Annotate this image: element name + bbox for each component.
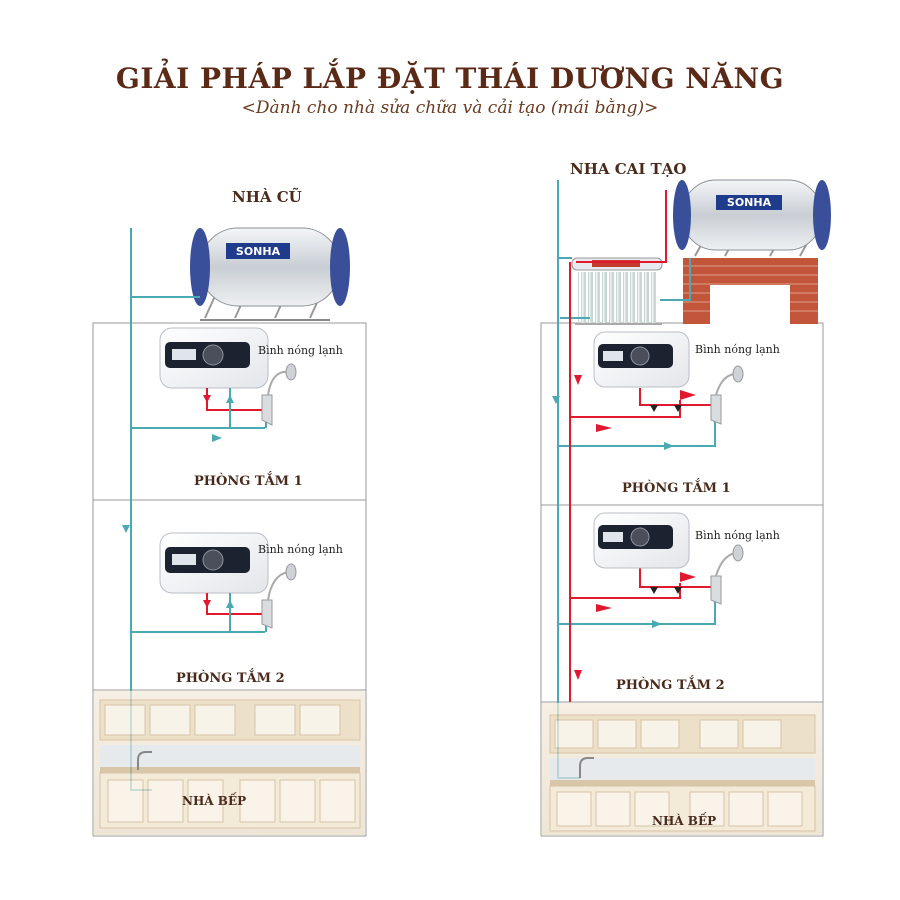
flow-arrow-icon — [652, 620, 662, 628]
shower-head-icon — [732, 365, 744, 383]
left-house-walls — [92, 322, 367, 837]
hot-flow-arrow-icon — [596, 604, 612, 612]
left-house: SONHA Bình nóng lạnh — [92, 227, 367, 837]
diagram-subtitle: <Dành cho nhà sửa chữa và cải tạo (mái b… — [241, 98, 659, 118]
solar-collector-panel — [571, 257, 663, 325]
left-room1-heater — [159, 327, 269, 389]
right-kitchen-illustration — [542, 703, 822, 835]
cold-flow-arrow-icon — [226, 395, 234, 403]
right-room2-heater — [593, 512, 690, 569]
hot-flow-arrow-icon — [680, 390, 696, 400]
hot-flow-arrow-icon — [596, 424, 612, 432]
right-room1-heater — [593, 331, 690, 388]
left-room2-cold-pipe — [229, 593, 267, 632]
shower-hose-icon — [267, 571, 289, 601]
hot-flow-arrow-icon — [574, 670, 582, 680]
cold-flow-arrow-icon — [226, 600, 234, 608]
check-valve-icon — [674, 405, 682, 412]
left-kitchen-illustration — [94, 691, 365, 835]
flow-arrow-icon — [122, 525, 130, 533]
left-kitchen-name: NHÀ BẾP — [182, 794, 247, 808]
right-tank-brand: SONHA — [727, 196, 772, 209]
left-room2-heater — [159, 532, 269, 594]
hot-flow-arrow-icon — [203, 600, 211, 608]
right-room1-heater-label: Bình nóng lạnh — [695, 343, 780, 356]
kitchen-faucet-icon — [579, 757, 594, 778]
hot-flow-arrow-icon — [203, 395, 211, 403]
check-valve-icon — [674, 587, 682, 594]
right-room1-name: PHÒNG TẮM 1 — [622, 481, 731, 496]
left-room1-hot-pipe — [206, 388, 267, 411]
left-room2-heater-label: Bình nóng lạnh — [258, 543, 343, 556]
shower-valve-icon — [261, 599, 273, 629]
left-room1-name: PHÒNG TẮM 1 — [194, 474, 303, 489]
right-room2-heater-label: Bình nóng lạnh — [695, 529, 780, 542]
right-storage-tank — [673, 179, 831, 257]
flow-arrow-icon — [212, 434, 222, 442]
right-room2-name: PHÒNG TẮM 2 — [616, 678, 725, 693]
left-room1-cold-pipe — [229, 388, 267, 428]
flow-arrow-icon — [664, 442, 674, 450]
right-house-label: NHA CAI TẠO — [570, 160, 687, 178]
right-kitchen-name: NHÀ BẾP — [652, 814, 717, 828]
right-house-walls — [540, 322, 824, 837]
left-room2-hot-pipe — [206, 593, 267, 615]
shower-valve-icon — [710, 394, 722, 425]
shower-hose-icon — [267, 370, 289, 396]
shower-valve-icon — [710, 575, 722, 605]
flow-arrow-icon — [552, 396, 560, 404]
diagram-title: GIẢI PHÁP LẮP ĐẶT THÁI DƯƠNG NĂNG — [115, 62, 785, 95]
shower-hose-icon — [715, 552, 736, 577]
left-tank-brand: SONHA — [236, 245, 281, 258]
shower-valve-icon — [261, 394, 273, 426]
left-room2-name: PHÒNG TẮM 2 — [176, 671, 285, 686]
shower-head-icon — [732, 544, 744, 562]
brick-stand — [683, 258, 818, 324]
shower-hose-icon — [715, 373, 736, 396]
right-house: SONHA — [540, 179, 831, 837]
shower-head-icon — [285, 563, 297, 581]
hot-flow-arrow-icon — [680, 572, 696, 582]
kitchen-faucet-icon — [137, 751, 152, 770]
hot-flow-arrow-icon — [574, 375, 582, 385]
shower-head-icon — [285, 363, 297, 381]
check-valve-icon — [650, 405, 658, 412]
left-room1-heater-label: Bình nóng lạnh — [258, 344, 343, 357]
left-storage-tank — [190, 227, 350, 321]
check-valve-icon — [650, 587, 658, 594]
left-house-label: NHÀ CŨ — [232, 188, 302, 206]
